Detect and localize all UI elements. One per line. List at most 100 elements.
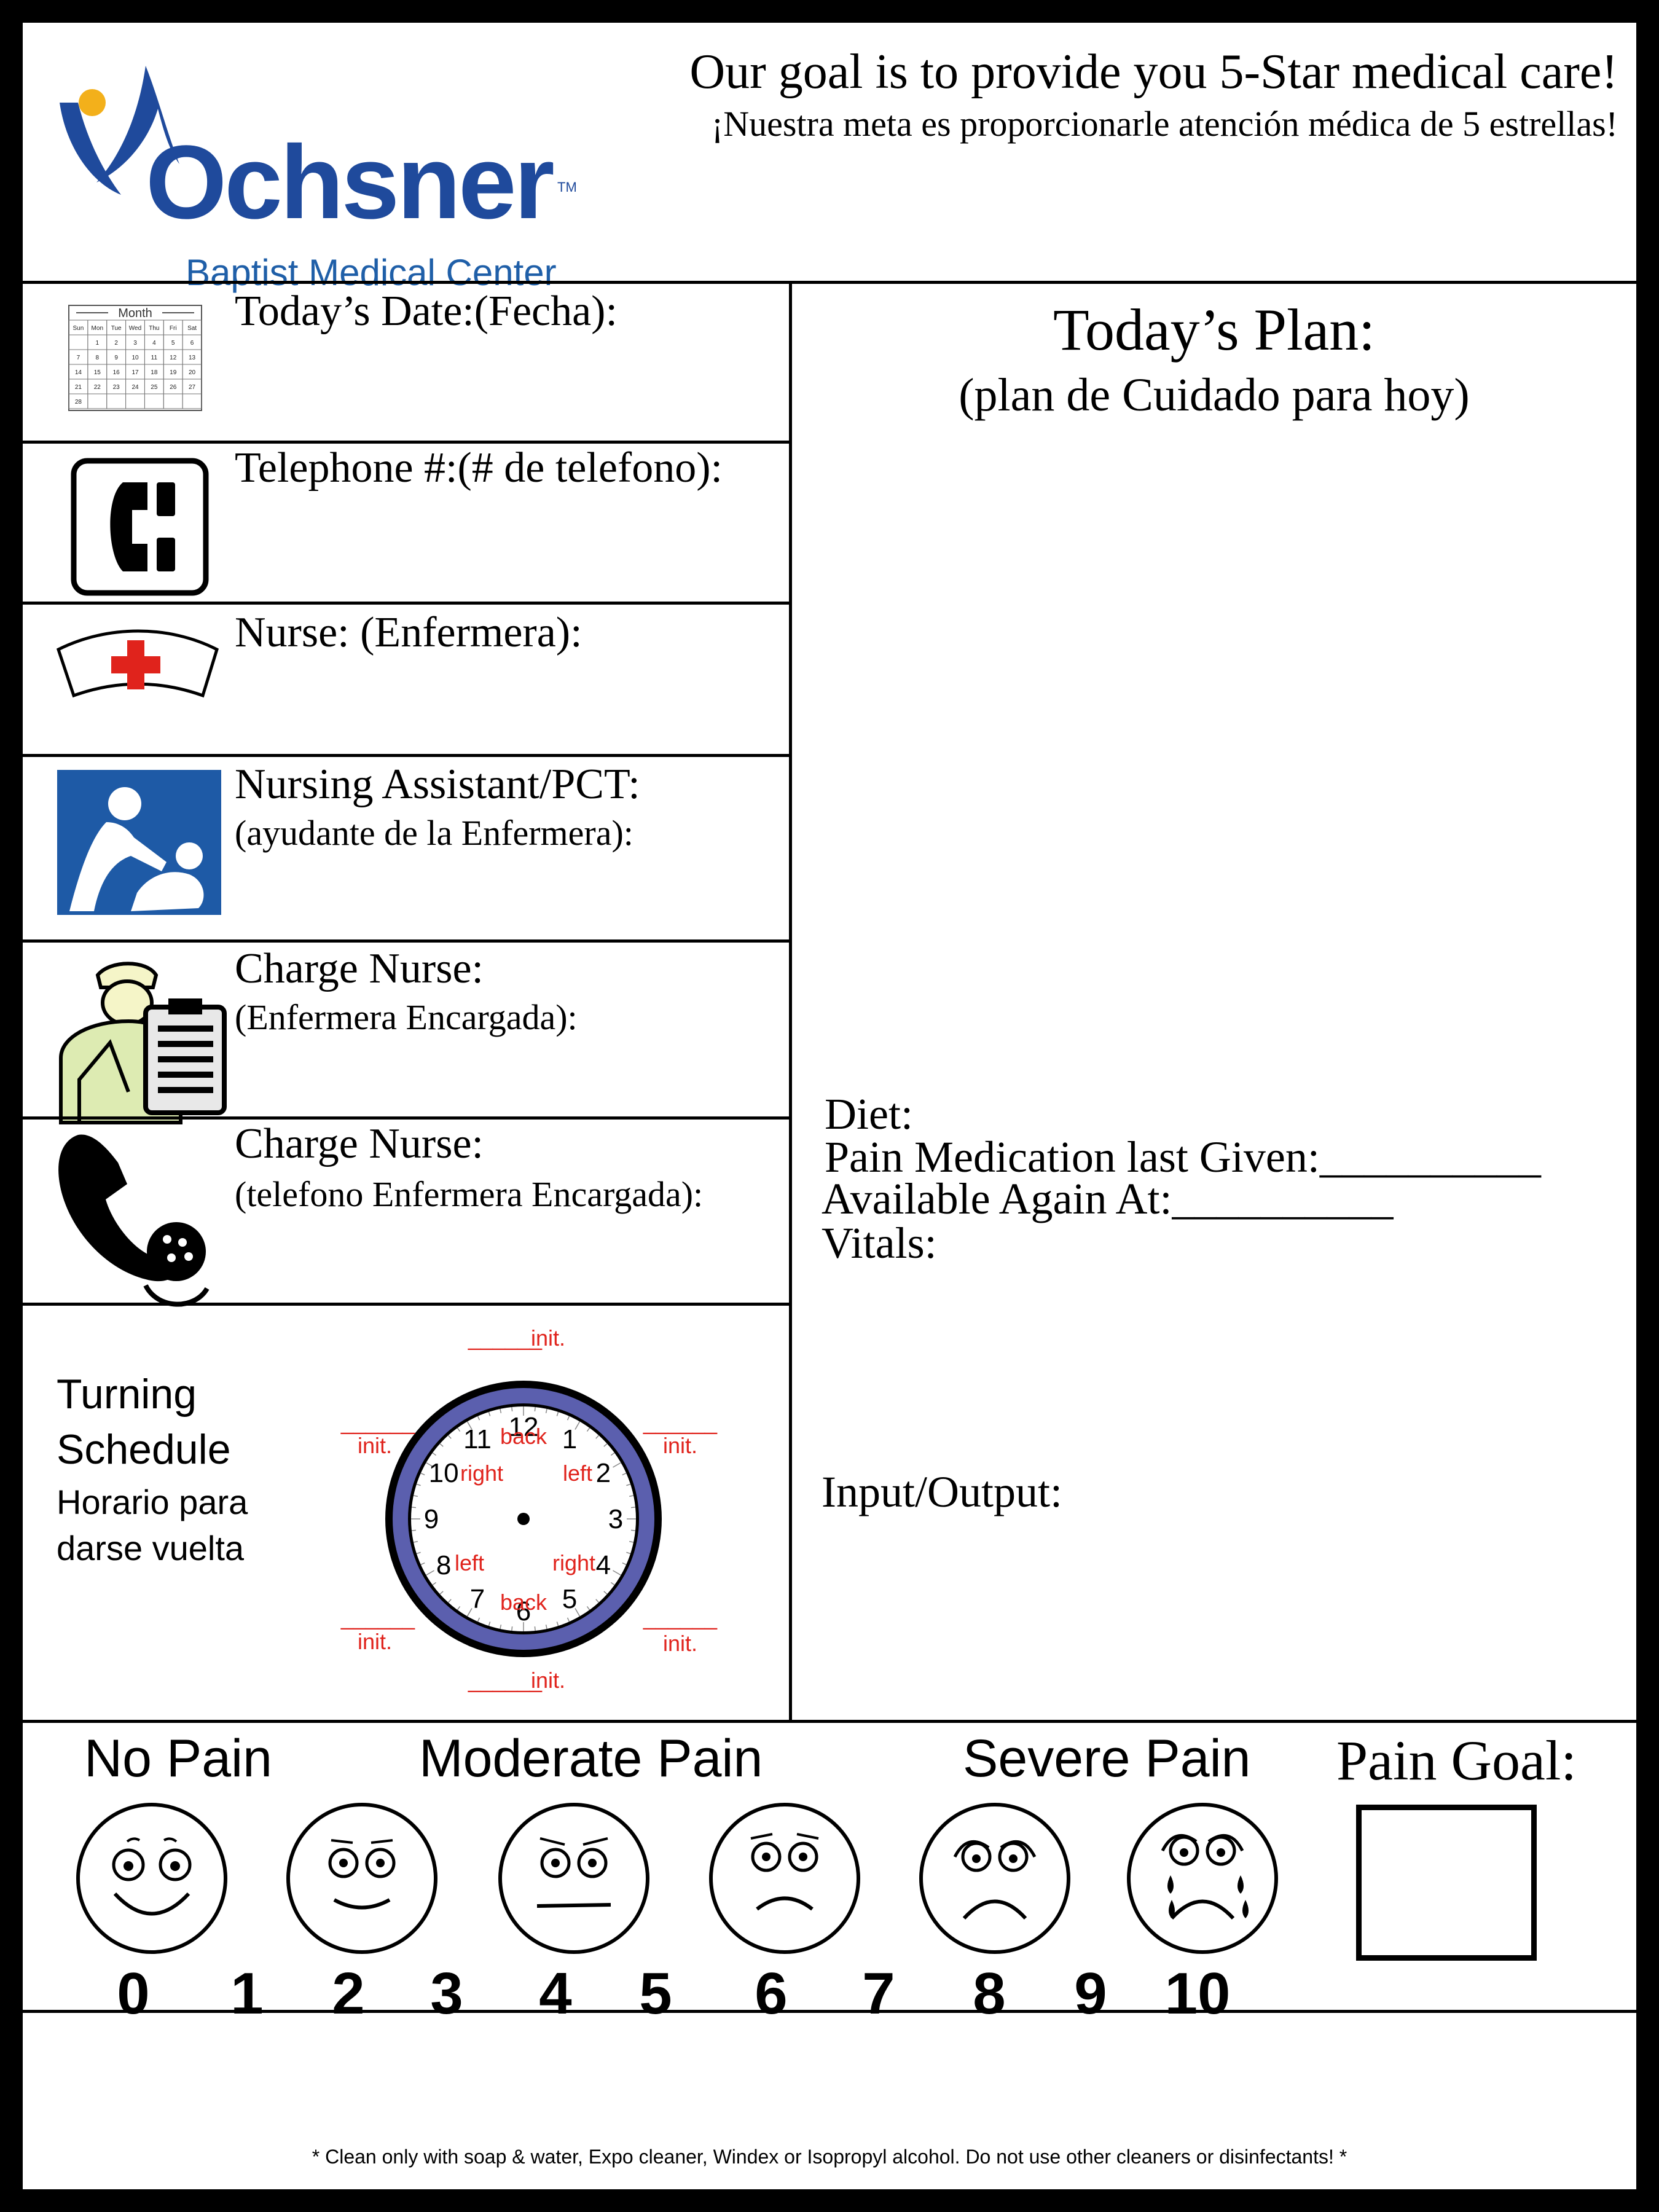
calendar-cell: Tue [111,325,122,332]
calendar-cell: 9 [114,355,118,361]
input-output-label: Input/Output: [822,1467,1062,1516]
turning-title-2: Schedule [57,1426,231,1473]
clock-number: 4 [596,1550,611,1580]
face-moderate-pain [498,1803,649,1954]
assistant-label: Nursing Assistant/PCT: [235,761,640,808]
calendar-cell: 3 [133,340,137,347]
init-label: init. [663,1631,697,1656]
face-no-pain [76,1803,227,1954]
calendar-cell: 2 [114,340,118,347]
plan-title: Today’s Plan: [1053,297,1375,363]
whiteboard: Ochsner TM Baptist Medical Center Our go… [23,23,1636,2189]
calendar-cell: 24 [131,384,139,391]
clock-number: 9 [424,1504,439,1534]
face-moderate-severe-pain [709,1803,860,1954]
vitals-label: Vitals: [822,1218,937,1268]
charge-nurse-sublabel: (Enfermera Encargada): [235,997,578,1037]
calendar-cell: 18 [151,369,158,376]
pain-number-9: 9 [1074,1961,1107,2026]
charge-nurse-icon [55,951,233,1126]
face-mild-pain [286,1803,437,1954]
charge-phone-label: Charge Nurse: [235,1120,484,1167]
divider-pain-bottom [23,2010,1636,2013]
pain-faces [23,1792,1325,1964]
clock-number: 2 [596,1458,611,1488]
init-blank: ______ [643,1605,718,1630]
logo-subtitle: Baptist Medical Center [186,252,557,293]
calendar-cell: Fri [170,325,177,332]
cleaning-note: * Clean only with soap & water, Expo cle… [312,2146,1347,2168]
calendar-cell: Sun [73,325,84,332]
calendar-cell: Wed [129,325,141,332]
clock-position-label: right [460,1461,503,1486]
calendar-cell: 16 [113,369,120,376]
date-label: Today’s Date:(Fecha): [235,288,618,335]
clock-number: 10 [429,1458,459,1488]
calendar-cell: 20 [189,369,196,376]
calendar-cell: 14 [75,369,82,376]
init-blank: ______ [340,1605,415,1630]
clock-position-label: left [455,1550,484,1575]
calendar-cell: Sat [187,325,197,332]
no-pain-label: No Pain [84,1729,272,1788]
calendar-cell: 10 [131,355,139,361]
init-label: init. [358,1629,392,1654]
init-label: init. [531,1668,565,1693]
clock-number: 7 [470,1584,485,1614]
init-blank: ______ [340,1410,415,1435]
pain-number-3: 3 [430,1961,463,2026]
phone-handset-icon [53,1129,219,1313]
moderate-pain-label: Moderate Pain [419,1729,763,1788]
clock-number: 3 [608,1504,623,1534]
calendar-cell: 5 [171,340,175,347]
divider-telephone [23,602,791,605]
calendar-cell: 22 [94,384,101,391]
calendar-cell: 26 [170,384,177,391]
nurse-label: Nurse: (Enfermera): [235,609,582,656]
turning-es-1: Horario para [57,1483,248,1521]
column-divider [789,283,792,1720]
charge-phone-sublabel: (telefono Enfermera Encargada): [235,1174,704,1214]
divider-charge-phone [23,1303,791,1306]
calendar-cell: 6 [190,340,194,347]
ochsner-logo: Ochsner TM Baptist Medical Center [53,53,582,299]
calendar-cell: 8 [96,355,100,361]
charge-nurse-label: Charge Nurse: [235,945,484,992]
clock-number: 8 [436,1550,451,1580]
pain-goal-box[interactable] [1356,1805,1537,1961]
pain-number-4: 4 [539,1961,572,2026]
init-label: init. [358,1433,392,1458]
pain-number-1: 1 [230,1961,264,2026]
calendar-cell: 4 [152,340,156,347]
calendar-cell: 28 [75,399,82,406]
clock-number: 5 [562,1584,577,1614]
divider-nurse [23,754,791,757]
clock-number: 11 [463,1424,492,1454]
init-blank: ______ [643,1410,718,1435]
calendar-title: Month [118,307,152,320]
pain-number-5: 5 [639,1961,672,2026]
calendar-cell: 25 [151,384,158,391]
pain-number-2: 2 [332,1961,365,2026]
diet-label: Diet: [825,1089,913,1139]
init-label: init. [531,1325,565,1351]
turning-es-2: darse vuelta [57,1529,245,1567]
pain-number-6: 6 [755,1961,788,2026]
divider-pain-top [23,1720,1636,1723]
calendar-cell: Thu [149,325,159,332]
pain-goal-label: Pain Goal: [1336,1729,1577,1792]
available-label: Available Again At:__________ [822,1174,1394,1223]
calendar-cell: 11 [151,355,158,361]
nurse-cap-icon [52,613,224,705]
goal-spanish: ¡Nuestra meta es proporcionarle atención… [711,104,1618,144]
clock-position-label: left [563,1461,592,1486]
logo-trademark: TM [557,179,577,195]
assistant-sublabel: (ayudante de la Enfermera): [235,813,633,853]
calendar-cell: 23 [113,384,120,391]
pain-number-10: 10 [1164,1961,1231,2026]
severe-pain-label: Severe Pain [963,1729,1251,1788]
face-severe-pain [919,1803,1070,1954]
